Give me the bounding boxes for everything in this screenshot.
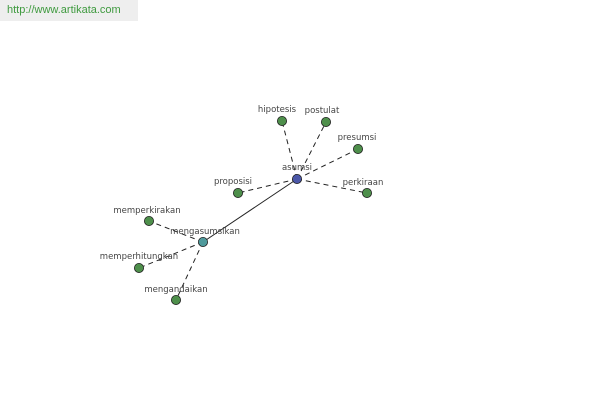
node-memperkirakan[interactable] (143, 215, 154, 226)
node-label-asumsi[interactable]: asumsi (282, 163, 312, 173)
node-label-memperkirakan[interactable]: memperkirakan (113, 206, 180, 216)
node-presumsi[interactable] (352, 143, 363, 154)
edge-asumsi-proposisi (237, 178, 298, 194)
nodes-layer (133, 116, 372, 305)
node-postulat[interactable] (320, 117, 331, 128)
node-proposisi[interactable] (232, 187, 243, 198)
node-perkiraan[interactable] (361, 187, 372, 198)
node-label-presumsi[interactable]: presumsi (338, 133, 377, 143)
node-memperhitungkan[interactable] (133, 262, 144, 273)
node-label-mengandaikan[interactable]: mengandaikan (144, 285, 207, 295)
node-mengasumsikan[interactable] (197, 236, 208, 247)
edge-mengasumsikan-mengandaikan (175, 241, 204, 301)
edge-asumsi-mengasumsikan (202, 178, 298, 243)
node-mengandaikan[interactable] (170, 294, 181, 305)
edge-asumsi-perkiraan (296, 178, 368, 194)
edge-mengasumsikan-memperhitungkan (138, 241, 204, 269)
node-label-perkiraan[interactable]: perkiraan (343, 178, 384, 188)
node-label-proposisi[interactable]: proposisi (214, 177, 252, 187)
edge-mengasumsikan-memperkirakan (148, 220, 204, 243)
source-url-link[interactable]: http://www.artikata.com (7, 4, 121, 16)
edge-asumsi-hipotesis (281, 120, 298, 180)
edge-asumsi-presumsi (296, 148, 359, 180)
node-label-memperhitungkan[interactable]: memperhitungkan (100, 252, 178, 262)
node-label-postulat[interactable]: postulat (305, 106, 340, 116)
node-asumsi[interactable] (291, 173, 302, 184)
node-hipotesis[interactable] (276, 116, 287, 127)
labels-layer: asumsi mengasumsikan hipotesis postulat pres… (100, 105, 384, 295)
source-bar: http://www.artikata.com (0, 0, 138, 21)
edges-layer (138, 120, 368, 301)
node-label-hipotesis[interactable]: hipotesis (258, 105, 297, 115)
edge-asumsi-postulat (296, 121, 327, 180)
node-label-mengasumsikan[interactable]: mengasumsikan (170, 227, 240, 237)
